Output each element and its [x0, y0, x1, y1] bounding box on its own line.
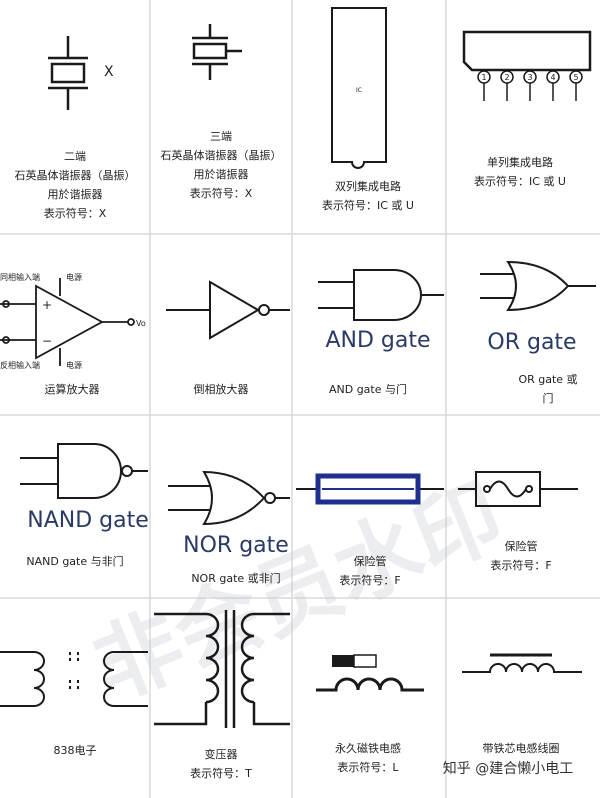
caption-line: 石英晶体谐振器（晶振） [161, 148, 282, 162]
nand-gate-name: NAND gate [27, 508, 149, 533]
magnet-inductor-symbol [316, 654, 424, 692]
caption-line: NAND gate 与非门 [26, 554, 123, 568]
op-amp-minus: − [42, 334, 52, 348]
sip-pins: 1 2 3 4 5 [477, 70, 583, 101]
dip-ic-symbol [331, 7, 387, 169]
caption-line: 门 [543, 391, 554, 405]
caption-line: 单列集成电路 [487, 155, 553, 169]
caption-line: AND gate 与门 [329, 382, 407, 396]
caption-line: 表示符号：F [339, 573, 400, 587]
caption-line: 石英晶体谐振器（晶振） [15, 168, 136, 182]
or-gate-name: OR gate [487, 330, 576, 355]
caption-line: NOR gate 或非门 [191, 571, 280, 585]
cell-5-label: 运算放大器 [45, 382, 100, 396]
coupled-coils-symbol [0, 651, 148, 707]
op-amp-supply-top: 电源 [66, 272, 82, 282]
sip-pin-number: 5 [573, 73, 578, 82]
cell-13-label: 838电子 [54, 744, 97, 757]
caption-line: 三端 [210, 130, 232, 143]
caption-line: 永久磁铁电感 [335, 741, 401, 755]
caption-line: 表示符号：F [490, 558, 551, 572]
caption-line: 带铁芯电感线圈 [483, 741, 560, 755]
cell-10-label: NOR gate 或非门 [191, 571, 280, 585]
caption-line: 运算放大器 [45, 382, 100, 396]
caption-line: 变压器 [205, 747, 238, 761]
sip-ic-symbol [462, 30, 592, 72]
caption-line: 用於谐振器 [194, 167, 249, 181]
crystal-two-terminal-symbol [48, 36, 88, 110]
caption-line: 表示符号：IC 或 U [322, 198, 414, 212]
credit-text: 知乎 @建合懒小电工 [443, 760, 573, 777]
caption-line: 倒相放大器 [194, 382, 249, 396]
op-amp-noninv-label: 同相输入端 [0, 272, 40, 282]
caption-line: 表示符号：X [190, 186, 253, 200]
op-amp-supply-bottom: 电源 [66, 360, 82, 370]
caption-line: 表示符号：IC 或 U [474, 174, 566, 188]
caption-line: 双列集成电路 [335, 179, 401, 193]
inverter-symbol [166, 280, 290, 340]
cell-7-label: AND gate 与门 [329, 382, 407, 396]
cell-9-label: NAND gate 与非门 [26, 554, 123, 568]
op-amp-plus: + [42, 298, 52, 312]
sip-pin-number: 4 [550, 73, 555, 82]
fuse-symbol [458, 471, 578, 507]
op-amp-symbol [0, 278, 135, 366]
nor-gate-symbol [168, 470, 290, 526]
cell-16-label: 带铁芯电感线圈 [483, 741, 560, 755]
dip-ic-text: IC [356, 87, 362, 94]
transformer-symbol [154, 610, 290, 728]
fuse-tube-symbol [296, 473, 444, 505]
caption-line: 表示符号：L [337, 760, 399, 774]
cell-8-label: OR gate 或门 [518, 373, 577, 405]
op-amp-inv-label: 反相输入端 [0, 360, 40, 370]
nor-gate-name: NOR gate [183, 533, 289, 558]
caption-line: 保险管 [354, 554, 387, 568]
caption-line: 用於谐振器 [48, 187, 103, 201]
and-gate-name: AND gate [325, 328, 430, 353]
caption-line: OR gate 或 [518, 373, 577, 386]
caption-line: 表示符号：X [44, 206, 107, 220]
crystal-three-terminal-symbol [192, 24, 242, 80]
sip-pin-number: 2 [504, 73, 509, 82]
caption-line: 二端 [64, 150, 86, 163]
sip-pin-number: 3 [527, 73, 532, 82]
iron-core-inductor-symbol [462, 653, 582, 673]
caption-line: 838电子 [54, 744, 97, 757]
nand-gate-symbol [20, 443, 148, 499]
sip-pin-number: 1 [481, 73, 486, 82]
watermark-text: 非会员水印 [80, 466, 516, 720]
op-amp-output: Vo [136, 319, 146, 328]
and-gate-symbol [318, 269, 444, 321]
cell-6-label: 倒相放大器 [194, 382, 249, 396]
or-gate-symbol [480, 260, 596, 312]
caption-line: 表示符号：T [190, 766, 252, 780]
crystal-mark: X [104, 64, 114, 80]
caption-line: 保险管 [505, 539, 538, 553]
